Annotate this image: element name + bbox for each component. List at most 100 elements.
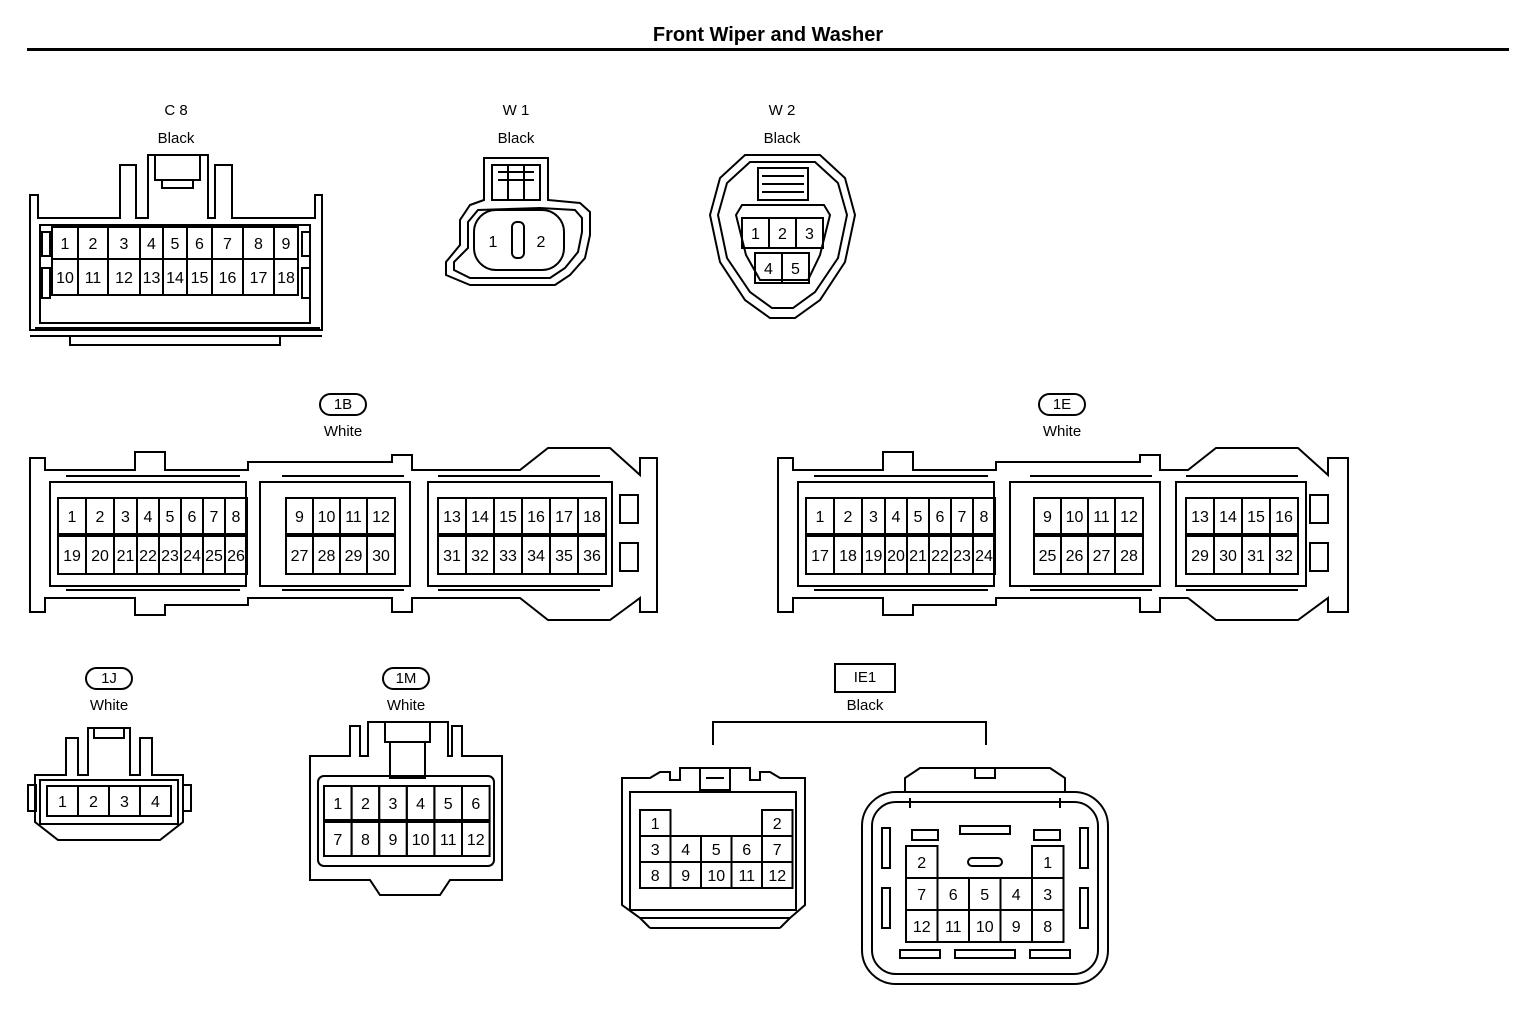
pin-label-1e-17: 17 bbox=[811, 548, 829, 565]
pin-label-c8-11: 11 bbox=[85, 270, 102, 287]
pin-label-c8-5: 5 bbox=[171, 236, 180, 253]
pin-label-1e-2: 2 bbox=[844, 509, 853, 526]
pin-label-1e-31: 31 bbox=[1247, 548, 1265, 565]
pin-cell-c8-18 bbox=[273, 258, 299, 296]
connector-color-c8: Black bbox=[157, 130, 195, 147]
pin-cell-1e-12 bbox=[1114, 497, 1144, 535]
pin-label-1e-21: 21 bbox=[909, 548, 927, 565]
pin-label-1e-8: 8 bbox=[980, 509, 989, 526]
pin-label-1b-36: 36 bbox=[583, 548, 601, 565]
pin-label-1b-15: 15 bbox=[499, 509, 517, 526]
pin-cell-ie1-8 bbox=[1031, 909, 1065, 943]
pin-label-1e-19: 19 bbox=[865, 548, 883, 565]
pin-label-1b-7: 7 bbox=[210, 509, 219, 526]
pin-label-w2-4: 4 bbox=[764, 261, 773, 278]
pin-label-1b-34: 34 bbox=[527, 548, 545, 565]
connector-color-1m: White bbox=[386, 697, 426, 714]
pin-label-c8-9: 9 bbox=[282, 236, 291, 253]
pin-label-ie1-9: 9 bbox=[681, 868, 690, 885]
pin-label-c8-14: 14 bbox=[166, 270, 184, 287]
pin-label-1m-7: 7 bbox=[333, 832, 342, 849]
pin-label-1b-33: 33 bbox=[499, 548, 517, 565]
pin-label-1b-6: 6 bbox=[188, 509, 197, 526]
pin-label-1b-27: 27 bbox=[291, 548, 309, 565]
pin-label-1b-10: 10 bbox=[318, 509, 336, 526]
connector-1b-body bbox=[29, 447, 658, 621]
connector-code-ie1: IE1 bbox=[834, 663, 896, 693]
ie1-bracket bbox=[712, 721, 987, 745]
pin-label-1m-8: 8 bbox=[361, 832, 370, 849]
pin-cell-1m-12 bbox=[461, 821, 491, 857]
page-title: Front Wiper and Washer bbox=[652, 24, 884, 46]
pin-label-1b-32: 32 bbox=[471, 548, 489, 565]
pin-cell-1e-32 bbox=[1269, 535, 1299, 575]
pin-label-1e-9: 9 bbox=[1043, 509, 1052, 526]
pin-label-1m-5: 5 bbox=[444, 796, 453, 813]
connector-code-1b: 1B bbox=[319, 393, 367, 416]
pin-label-1m-2: 2 bbox=[361, 796, 370, 813]
pin-label-c8-10: 10 bbox=[56, 270, 74, 287]
pin-label-1e-11: 11 bbox=[1093, 509, 1110, 526]
pin-label-c8-17: 17 bbox=[250, 270, 268, 287]
pin-label-1e-32: 32 bbox=[1275, 548, 1293, 565]
pin-label-1m-1: 1 bbox=[333, 796, 342, 813]
pin-label-w2-1: 1 bbox=[751, 226, 760, 243]
pin-label-ie1-4: 4 bbox=[1012, 887, 1021, 904]
pin-label-1m-9: 9 bbox=[389, 832, 398, 849]
pin-label-c8-8: 8 bbox=[254, 236, 263, 253]
pin-label-1j-2: 2 bbox=[89, 794, 98, 811]
pin-label-1e-6: 6 bbox=[936, 509, 945, 526]
pin-label-ie1-5: 5 bbox=[980, 887, 989, 904]
pin-label-1m-4: 4 bbox=[416, 796, 425, 813]
pin-label-1e-20: 20 bbox=[887, 548, 905, 565]
pin-label-1b-8: 8 bbox=[232, 509, 241, 526]
pin-label-c8-7: 7 bbox=[223, 236, 232, 253]
pin-label-1j-3: 3 bbox=[120, 794, 129, 811]
pin-label-1e-24: 24 bbox=[975, 548, 993, 565]
pin-label-1e-15: 15 bbox=[1247, 509, 1265, 526]
pin-label-1b-22: 22 bbox=[139, 548, 157, 565]
pin-label-c8-3: 3 bbox=[120, 236, 129, 253]
connector-code-w1: W 1 bbox=[502, 102, 530, 119]
connector-color-1e: White bbox=[1042, 423, 1082, 440]
pin-label-c8-12: 12 bbox=[115, 270, 133, 287]
pin-label-1e-22: 22 bbox=[931, 548, 949, 565]
pin-label-1e-30: 30 bbox=[1219, 548, 1237, 565]
connector-color-1b: White bbox=[323, 423, 363, 440]
pin-cell-1j-4 bbox=[139, 785, 172, 817]
connector-c8-body bbox=[29, 154, 323, 346]
pin-label-c8-16: 16 bbox=[219, 270, 237, 287]
pin-label-1b-26: 26 bbox=[227, 548, 245, 565]
pin-label-c8-2: 2 bbox=[89, 236, 98, 253]
connector-1j-body bbox=[27, 727, 192, 841]
connector-w1-body bbox=[445, 157, 591, 286]
pin-label-1b-4: 4 bbox=[144, 509, 153, 526]
connector-color-1j: White bbox=[89, 697, 129, 714]
pin-label-1b-30: 30 bbox=[372, 548, 390, 565]
pin-cell-1e-8 bbox=[972, 497, 996, 535]
pin-label-w2-3: 3 bbox=[805, 226, 814, 243]
pin-label-1e-29: 29 bbox=[1191, 548, 1209, 565]
pin-label-1e-12: 12 bbox=[1120, 509, 1138, 526]
pin-label-1e-13: 13 bbox=[1191, 509, 1209, 526]
pin-label-c8-1: 1 bbox=[61, 236, 70, 253]
pin-label-1b-24: 24 bbox=[183, 548, 201, 565]
pin-label-1b-31: 31 bbox=[443, 548, 461, 565]
pin-label-ie1-3: 3 bbox=[651, 842, 660, 859]
connector-ie1-right-body bbox=[861, 767, 1109, 985]
pin-label-1m-10: 10 bbox=[412, 832, 430, 849]
connector-code-1e: 1E bbox=[1038, 393, 1086, 416]
pin-cell-1e-24 bbox=[972, 535, 996, 575]
pin-label-ie1-10: 10 bbox=[707, 868, 725, 885]
pin-label-ie1-12: 12 bbox=[768, 868, 786, 885]
pin-label-1b-25: 25 bbox=[205, 548, 223, 565]
connector-code-c8: C 8 bbox=[164, 102, 188, 119]
pin-label-1b-11: 11 bbox=[345, 509, 362, 526]
pin-label-1b-5: 5 bbox=[166, 509, 175, 526]
pin-label-1j-4: 4 bbox=[151, 794, 160, 811]
pin-label-ie1-12: 12 bbox=[913, 919, 931, 936]
pin-cell-w2-3 bbox=[795, 217, 824, 249]
pin-label-1b-1: 1 bbox=[68, 509, 77, 526]
pin-label-c8-15: 15 bbox=[191, 270, 209, 287]
